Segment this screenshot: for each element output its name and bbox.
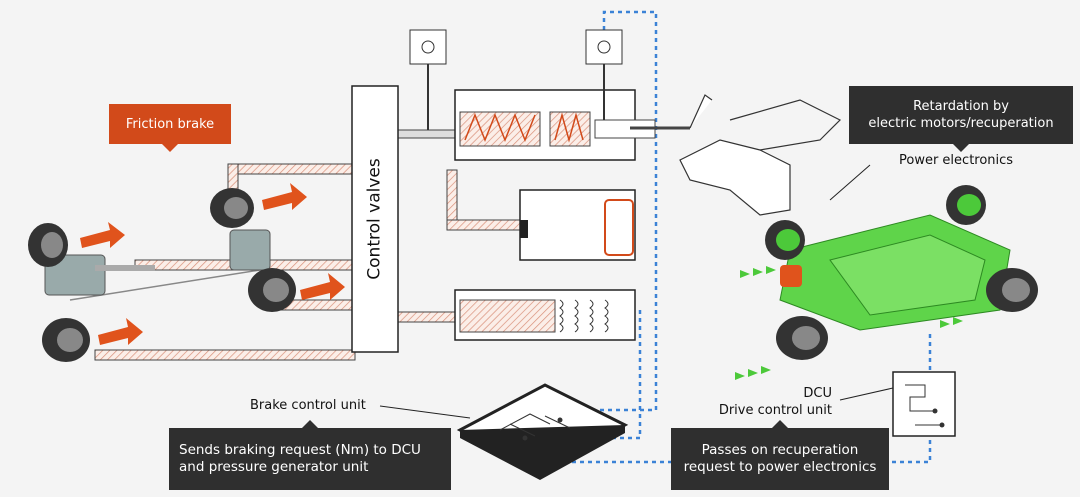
travel-sensor-icon xyxy=(585,29,623,120)
pressure-accumulator xyxy=(454,289,636,341)
friction-brake-label: Friction brake xyxy=(125,116,215,132)
sends-request-callout: Sends braking request (Nm) to DCU and pr… xyxy=(169,420,451,490)
retardation-callout: Retardation by electric motors/recuperat… xyxy=(849,86,1073,152)
dcu-leader xyxy=(839,387,894,401)
brake-pedal-foot-icon xyxy=(679,94,842,216)
front-axle-chassis-icon xyxy=(28,188,296,362)
control-valves-label: Control valves xyxy=(365,158,385,280)
master-cylinder xyxy=(454,89,690,161)
passes-on-label: Passes on recuperation request to power … xyxy=(683,442,877,475)
power-electronics-leader xyxy=(829,164,871,201)
bcu-leader xyxy=(379,405,471,419)
electric-vehicle-chassis-icon xyxy=(735,185,1038,380)
braking-arrows xyxy=(80,183,345,345)
dcu-label: DCU Drive control unit xyxy=(718,386,832,418)
passes-on-callout: Passes on recuperation request to power … xyxy=(671,420,889,490)
brake-control-unit-icon xyxy=(456,383,629,480)
brake-control-unit-label: Brake control unit xyxy=(250,398,366,413)
drive-control-unit-icon xyxy=(892,371,956,437)
retardation-label: Retardation by electric motors/recuperat… xyxy=(868,99,1054,131)
power-electronics-label: Power electronics xyxy=(899,153,1014,168)
pressure-sensor-icon xyxy=(409,29,447,130)
control-valves-label-wrap: Control valves xyxy=(352,86,398,352)
control-valves-block xyxy=(351,85,399,353)
sends-request-label: Sends braking request (Nm) to DCU and pr… xyxy=(179,442,421,475)
reservoir xyxy=(519,189,636,261)
valve-rod xyxy=(397,129,459,139)
friction-brake-callout: Friction brake xyxy=(109,104,231,152)
